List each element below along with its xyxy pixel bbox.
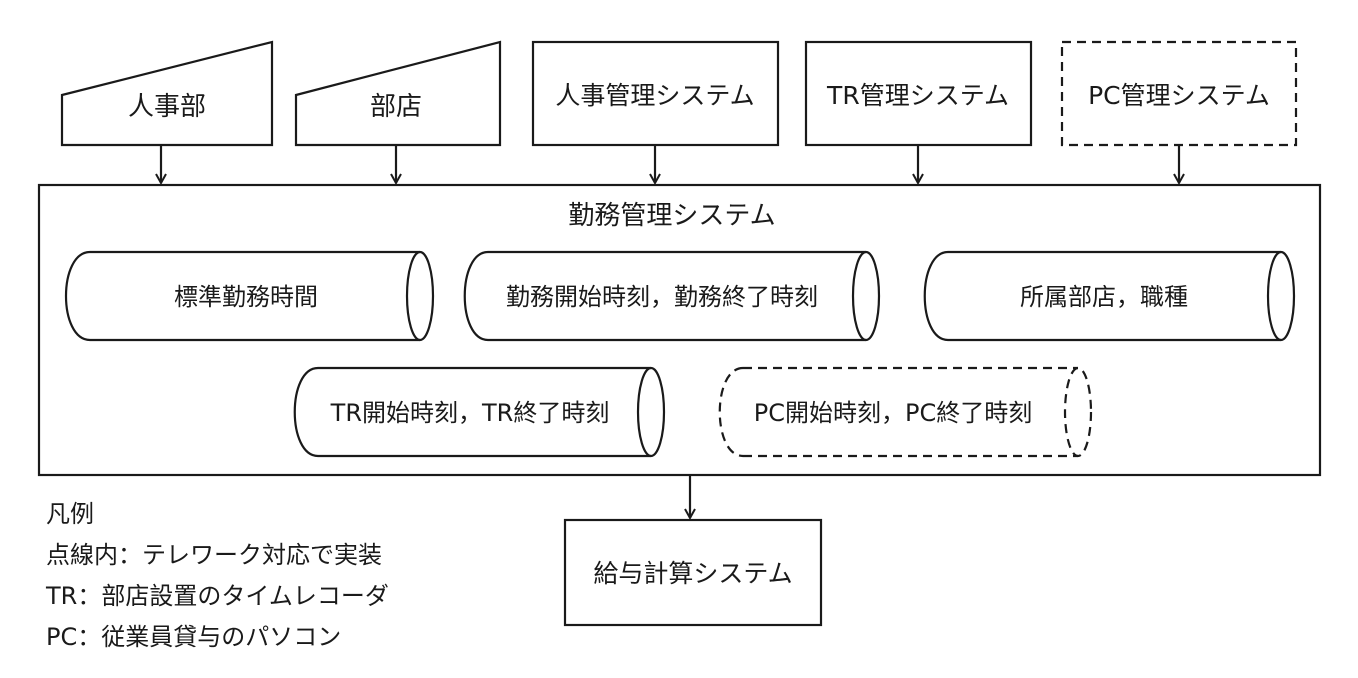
tr-system-label: TR管理システム (826, 81, 1009, 110)
store-standard-hours-label: 標準勤務時間 (174, 283, 318, 311)
jinjibu-label: 人事部 (128, 92, 206, 122)
store-tr-times: TR開始時刻，TR終了時刻 (293, 366, 666, 458)
main-system-title: 勤務管理システム (568, 201, 775, 231)
buten-label: 部店 (370, 92, 422, 122)
store-pc-times: PC開始時刻，PC終了時刻 (718, 366, 1093, 458)
jinjibu-input: 人事部 (60, 40, 274, 147)
store-work-times-label: 勤務開始時刻，勤務終了時刻 (506, 283, 818, 311)
legend: 凡例 点線内：テレワーク対応で実装 TR：部店設置のタイムレコーダ PC：従業員… (46, 494, 389, 658)
store-work-times: 勤務開始時刻，勤務終了時刻 (463, 250, 881, 342)
store-tr-times-label: TR開始時刻，TR終了時刻 (330, 399, 610, 427)
tr-system-box: TR管理システム (804, 40, 1033, 147)
store-pc-times-label: PC開始時刻，PC終了時刻 (754, 399, 1032, 427)
legend-line-pc: PC：従業員貸与のパソコン (46, 623, 342, 651)
store-department-job: 所属部店，職種 (923, 250, 1296, 342)
pc-system-box: PC管理システム (1060, 40, 1298, 147)
buten-input: 部店 (294, 40, 502, 147)
jinji-system-label: 人事管理システム (555, 81, 754, 110)
main-system-box (37, 183, 1322, 477)
jinji-system-box: 人事管理システム (531, 40, 780, 147)
legend-title: 凡例 (46, 500, 94, 528)
payroll-system-box: 給与計算システム (563, 518, 823, 627)
legend-line-tr: TR：部店設置のタイムレコーダ (46, 582, 389, 610)
store-standard-hours: 標準勤務時間 (65, 250, 435, 342)
store-department-job-label: 所属部店，職種 (1020, 283, 1188, 311)
payroll-system-label: 給与計算システム (593, 559, 792, 588)
pc-system-label: PC管理システム (1088, 81, 1270, 110)
legend-line-dotted: 点線内：テレワーク対応で実装 (46, 541, 382, 569)
